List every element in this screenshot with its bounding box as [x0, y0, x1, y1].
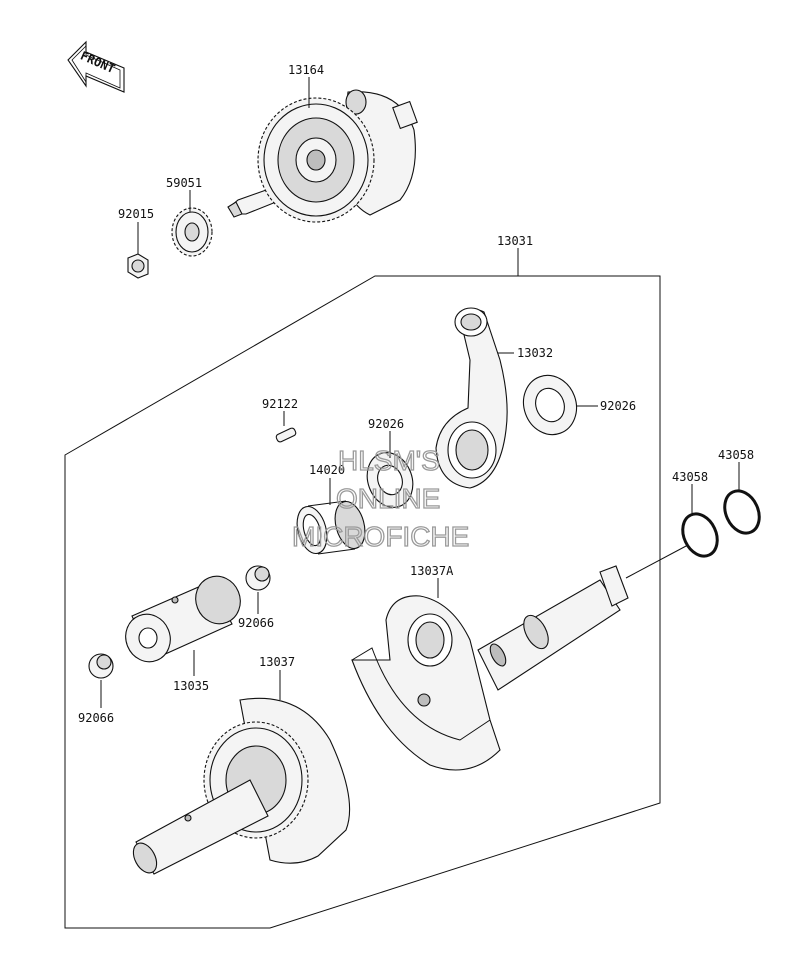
part-92122-pin [275, 427, 297, 443]
part-13032-connecting-rod [435, 307, 508, 489]
label-92066-lower: 92066 [78, 711, 114, 725]
part-43058-ring-left [681, 512, 719, 558]
label-43058-right: 43058 [718, 448, 754, 462]
label-13164: 13164 [288, 63, 324, 77]
watermark-line-2: ONLINE [336, 483, 440, 514]
assembly-outline [64, 275, 661, 929]
label-13035: 13035 [173, 679, 209, 693]
label-92015: 92015 [118, 207, 154, 221]
label-92066-upper: 92066 [238, 616, 274, 630]
label-43058-left: 43058 [672, 470, 708, 484]
part-92015-nut [127, 253, 149, 279]
watermark-line-1: HLSM'S [338, 445, 440, 476]
leader-lines [100, 77, 740, 708]
label-14020: 14020 [309, 463, 345, 477]
part-13164-crankshaft-gear [227, 89, 418, 223]
part-92066-bushing-lower [88, 653, 114, 679]
label-92026-left: 92026 [368, 417, 404, 431]
part-43058-ring-right [723, 489, 761, 535]
label-13032: 13032 [517, 346, 553, 360]
part-14020-needle-bearing [296, 500, 366, 555]
part-13037A-crankshaft-half [351, 565, 629, 771]
part-59051-small-gear [171, 207, 213, 257]
label-92122: 92122 [262, 397, 298, 411]
part-13035-crank-pin [125, 575, 241, 663]
label-13037: 13037 [259, 655, 295, 669]
label-13031: 13031 [497, 234, 533, 248]
part-92026-washer-left [366, 452, 414, 508]
part-92026-washer-right [522, 374, 578, 436]
label-59051: 59051 [166, 176, 202, 190]
watermark-line-3: MICROFICHE [292, 521, 469, 552]
part-13037-crankshaft-gear [132, 697, 351, 875]
part-92066-bushing-upper [245, 565, 271, 591]
label-13037A: 13037A [410, 564, 454, 578]
label-92026-right: 92026 [600, 399, 636, 413]
front-arrow-icon: FRONT [67, 40, 125, 93]
watermark: HLSM'S ONLINE MICROFICHE [291, 444, 470, 552]
